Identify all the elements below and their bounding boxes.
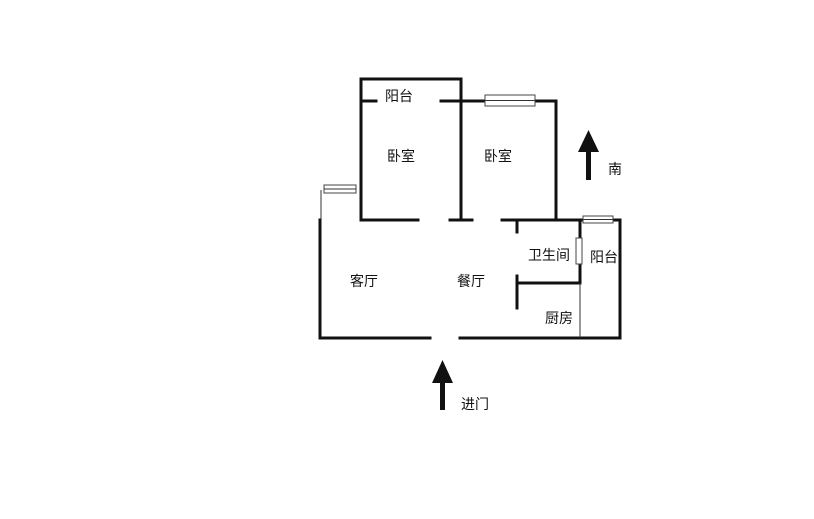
room-bedroom-east-label: 卧室 <box>484 148 512 165</box>
windows <box>323 94 614 265</box>
entrance-label: 进门 <box>461 397 489 413</box>
room-balcony-north-label: 阳台 <box>385 89 413 105</box>
room-dining-room-label: 餐厅 <box>457 274 485 290</box>
room-bathroom-label: 卫生间 <box>528 248 570 264</box>
entrance-arrow-icon <box>432 360 453 410</box>
window-bathroom <box>575 237 583 265</box>
compass-label: 南 <box>608 162 622 178</box>
room-living-room-label: 客厅 <box>350 273 378 290</box>
room-bedroom-west-label: 卧室 <box>387 148 415 165</box>
walls <box>318 77 622 340</box>
compass-arrow-icon <box>578 130 599 180</box>
room-balcony-east-label: 阳台 <box>590 250 618 266</box>
room-kitchen-label: 厨房 <box>545 311 573 327</box>
